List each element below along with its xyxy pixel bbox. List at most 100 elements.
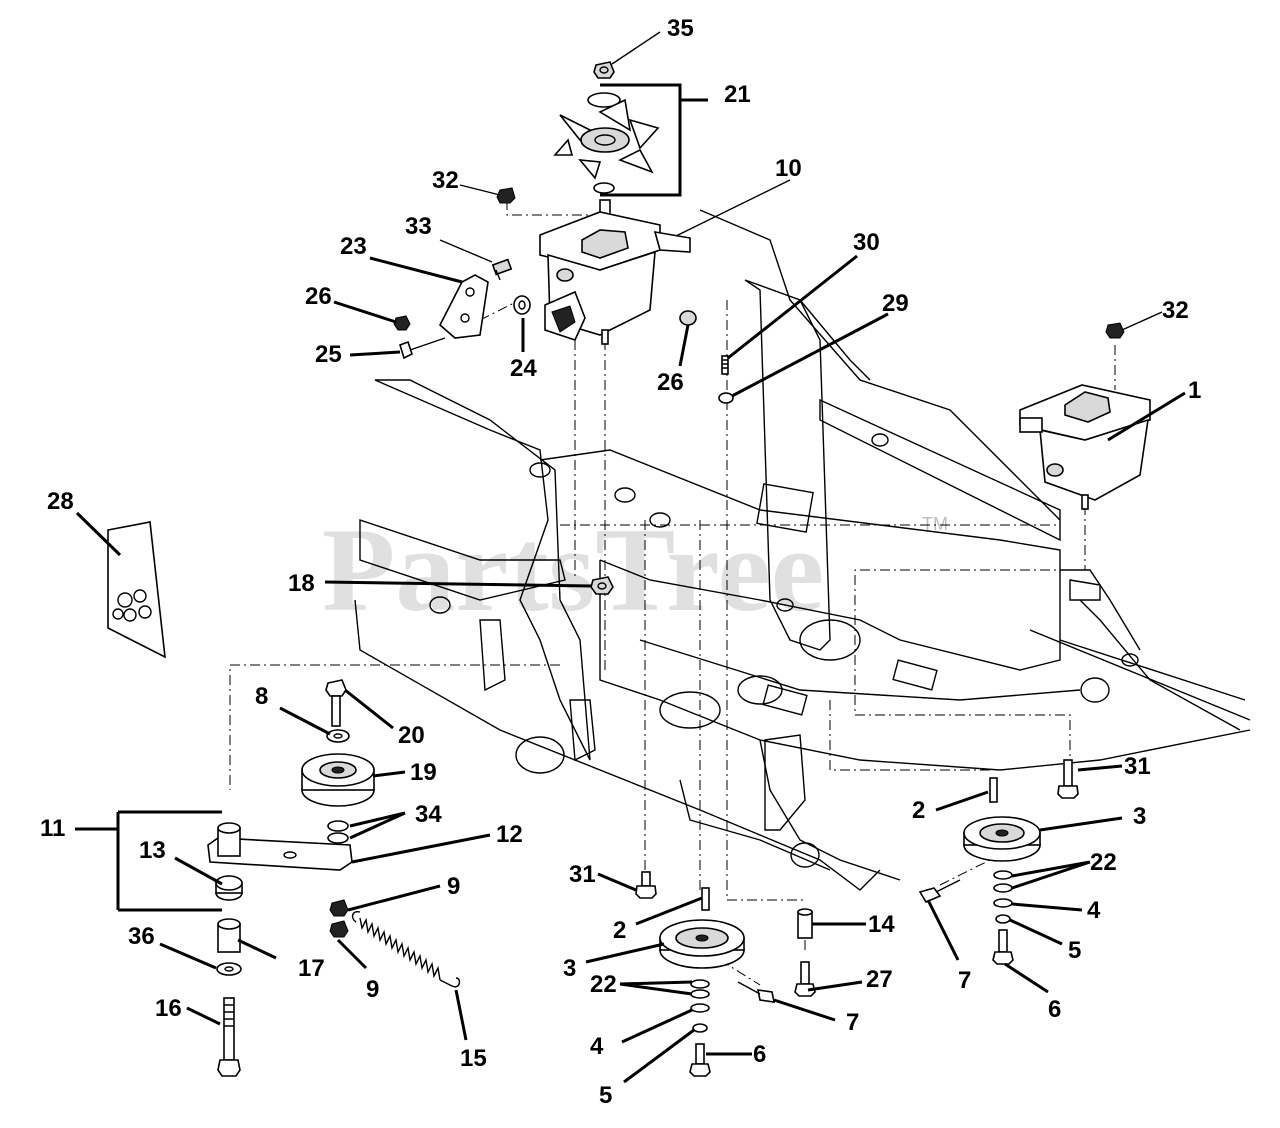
- part-3-pulley-center: [659, 919, 745, 969]
- label-30: 30: [853, 229, 880, 256]
- part-5-washer-center: [692, 1023, 708, 1033]
- part-14-spacer: [797, 908, 813, 939]
- part-26-nut-left: [393, 315, 411, 331]
- part-11-assembly-bracket: [75, 810, 222, 912]
- label-16: 16: [155, 995, 182, 1022]
- part-3-pulley-right: [963, 816, 1041, 862]
- label-24: 24: [510, 355, 537, 382]
- label-9-lower: 9: [366, 976, 379, 1003]
- label-18: 18: [288, 570, 315, 597]
- label-22-right: 22: [1090, 849, 1117, 876]
- label-26-right: 26: [657, 369, 684, 396]
- label-28: 28: [47, 488, 74, 515]
- label-8: 8: [255, 683, 268, 710]
- label-29: 29: [882, 290, 909, 317]
- part-32-nut-left: [496, 187, 516, 204]
- part-27-bolt: [794, 961, 816, 997]
- label-20: 20: [398, 722, 425, 749]
- part-4-washer-center: [690, 1003, 710, 1013]
- label-36: 36: [128, 923, 155, 950]
- part-33-bolt: [491, 258, 513, 281]
- part-16-bolt: [217, 997, 241, 1077]
- label-7-center: 7: [846, 1009, 859, 1036]
- label-31-center: 31: [569, 861, 596, 888]
- label-2-center: 2: [613, 917, 626, 944]
- label-6-center: 6: [753, 1041, 766, 1068]
- part-9-nut-lower: [329, 920, 349, 938]
- label-27: 27: [866, 966, 893, 993]
- part-2-key-right: [989, 777, 998, 803]
- watermark-logo: PartsTree: [322, 503, 824, 636]
- part-28-hardware-bag: [107, 521, 166, 659]
- label-25: 25: [315, 341, 342, 368]
- part-6-bolt-center: [689, 1043, 711, 1077]
- mower-frame: [354, 209, 1251, 891]
- part-36-washer: [216, 962, 242, 976]
- label-3-center: 3: [563, 955, 576, 982]
- label-13: 13: [139, 837, 166, 864]
- part-18-nut: [590, 576, 614, 595]
- label-11: 11: [40, 815, 65, 842]
- part-9-nut-upper: [329, 899, 349, 917]
- label-5-center: 5: [599, 1082, 612, 1109]
- label-31-right: 31: [1124, 753, 1151, 780]
- label-4-right: 4: [1087, 897, 1101, 924]
- part-15-spring: [351, 910, 461, 988]
- part-21-fan-assembly: [553, 92, 660, 194]
- part-6-bolt-right: [992, 929, 1014, 965]
- label-14: 14: [868, 911, 895, 938]
- part-13-bushing: [215, 875, 243, 901]
- label-26-left: 26: [305, 283, 332, 310]
- label-17: 17: [298, 955, 325, 982]
- label-32-right: 32: [1162, 297, 1189, 324]
- label-3-right: 3: [1133, 803, 1146, 830]
- label-5-right: 5: [1068, 937, 1081, 964]
- label-34: 34: [415, 801, 442, 828]
- part-31-bolt-right: [1057, 759, 1079, 799]
- assembly-guide-lines: [229, 200, 1116, 986]
- part-1-transmission: [1019, 384, 1151, 510]
- part-4-washer-right: [993, 898, 1013, 908]
- label-12: 12: [496, 821, 523, 848]
- label-15: 15: [460, 1045, 487, 1072]
- part-25-bolt: [399, 337, 446, 360]
- part-number-labels: 35 21 10 32 33 23 26 25 24 26 30 29 32 1…: [40, 15, 1201, 1109]
- label-1: 1: [1188, 377, 1201, 404]
- part-34-washers: [327, 820, 349, 844]
- label-23: 23: [340, 233, 367, 260]
- part-24-washer: [513, 295, 531, 315]
- part-7-screw-center: [737, 981, 776, 1003]
- part-8-washer: [326, 729, 350, 743]
- part-17-spacer: [217, 918, 241, 953]
- label-32-left: 32: [432, 167, 459, 194]
- part-22-washers-center: [690, 979, 710, 999]
- leader-lines: [75, 31, 1186, 1084]
- label-35: 35: [667, 15, 694, 42]
- label-19: 19: [410, 759, 437, 786]
- part-26-nut-right: [679, 310, 697, 326]
- label-9-upper: 9: [447, 873, 460, 900]
- part-23-bracket: [439, 274, 489, 339]
- label-2-right: 2: [912, 797, 925, 824]
- label-10: 10: [775, 155, 802, 182]
- watermark-trademark: TM: [922, 514, 948, 534]
- label-21: 21: [724, 81, 751, 108]
- part-5-washer-right: [995, 914, 1011, 924]
- part-22-washers-right: [993, 870, 1013, 893]
- part-35-nut: [593, 61, 615, 79]
- part-29-washer: [718, 392, 734, 404]
- part-2-key-center: [701, 887, 710, 911]
- label-6-right: 6: [1048, 996, 1061, 1023]
- part-20-bolt: [325, 679, 347, 727]
- label-4-center: 4: [590, 1033, 604, 1060]
- part-19-idler-pulley: [301, 753, 375, 807]
- part-7-screw-right: [918, 879, 961, 904]
- label-33: 33: [405, 213, 432, 240]
- part-30-screw: [721, 355, 729, 375]
- part-10-transmission: [539, 199, 691, 345]
- label-7-right: 7: [958, 967, 971, 994]
- label-22-center: 22: [590, 971, 617, 998]
- part-31-bolt-center: [635, 871, 657, 899]
